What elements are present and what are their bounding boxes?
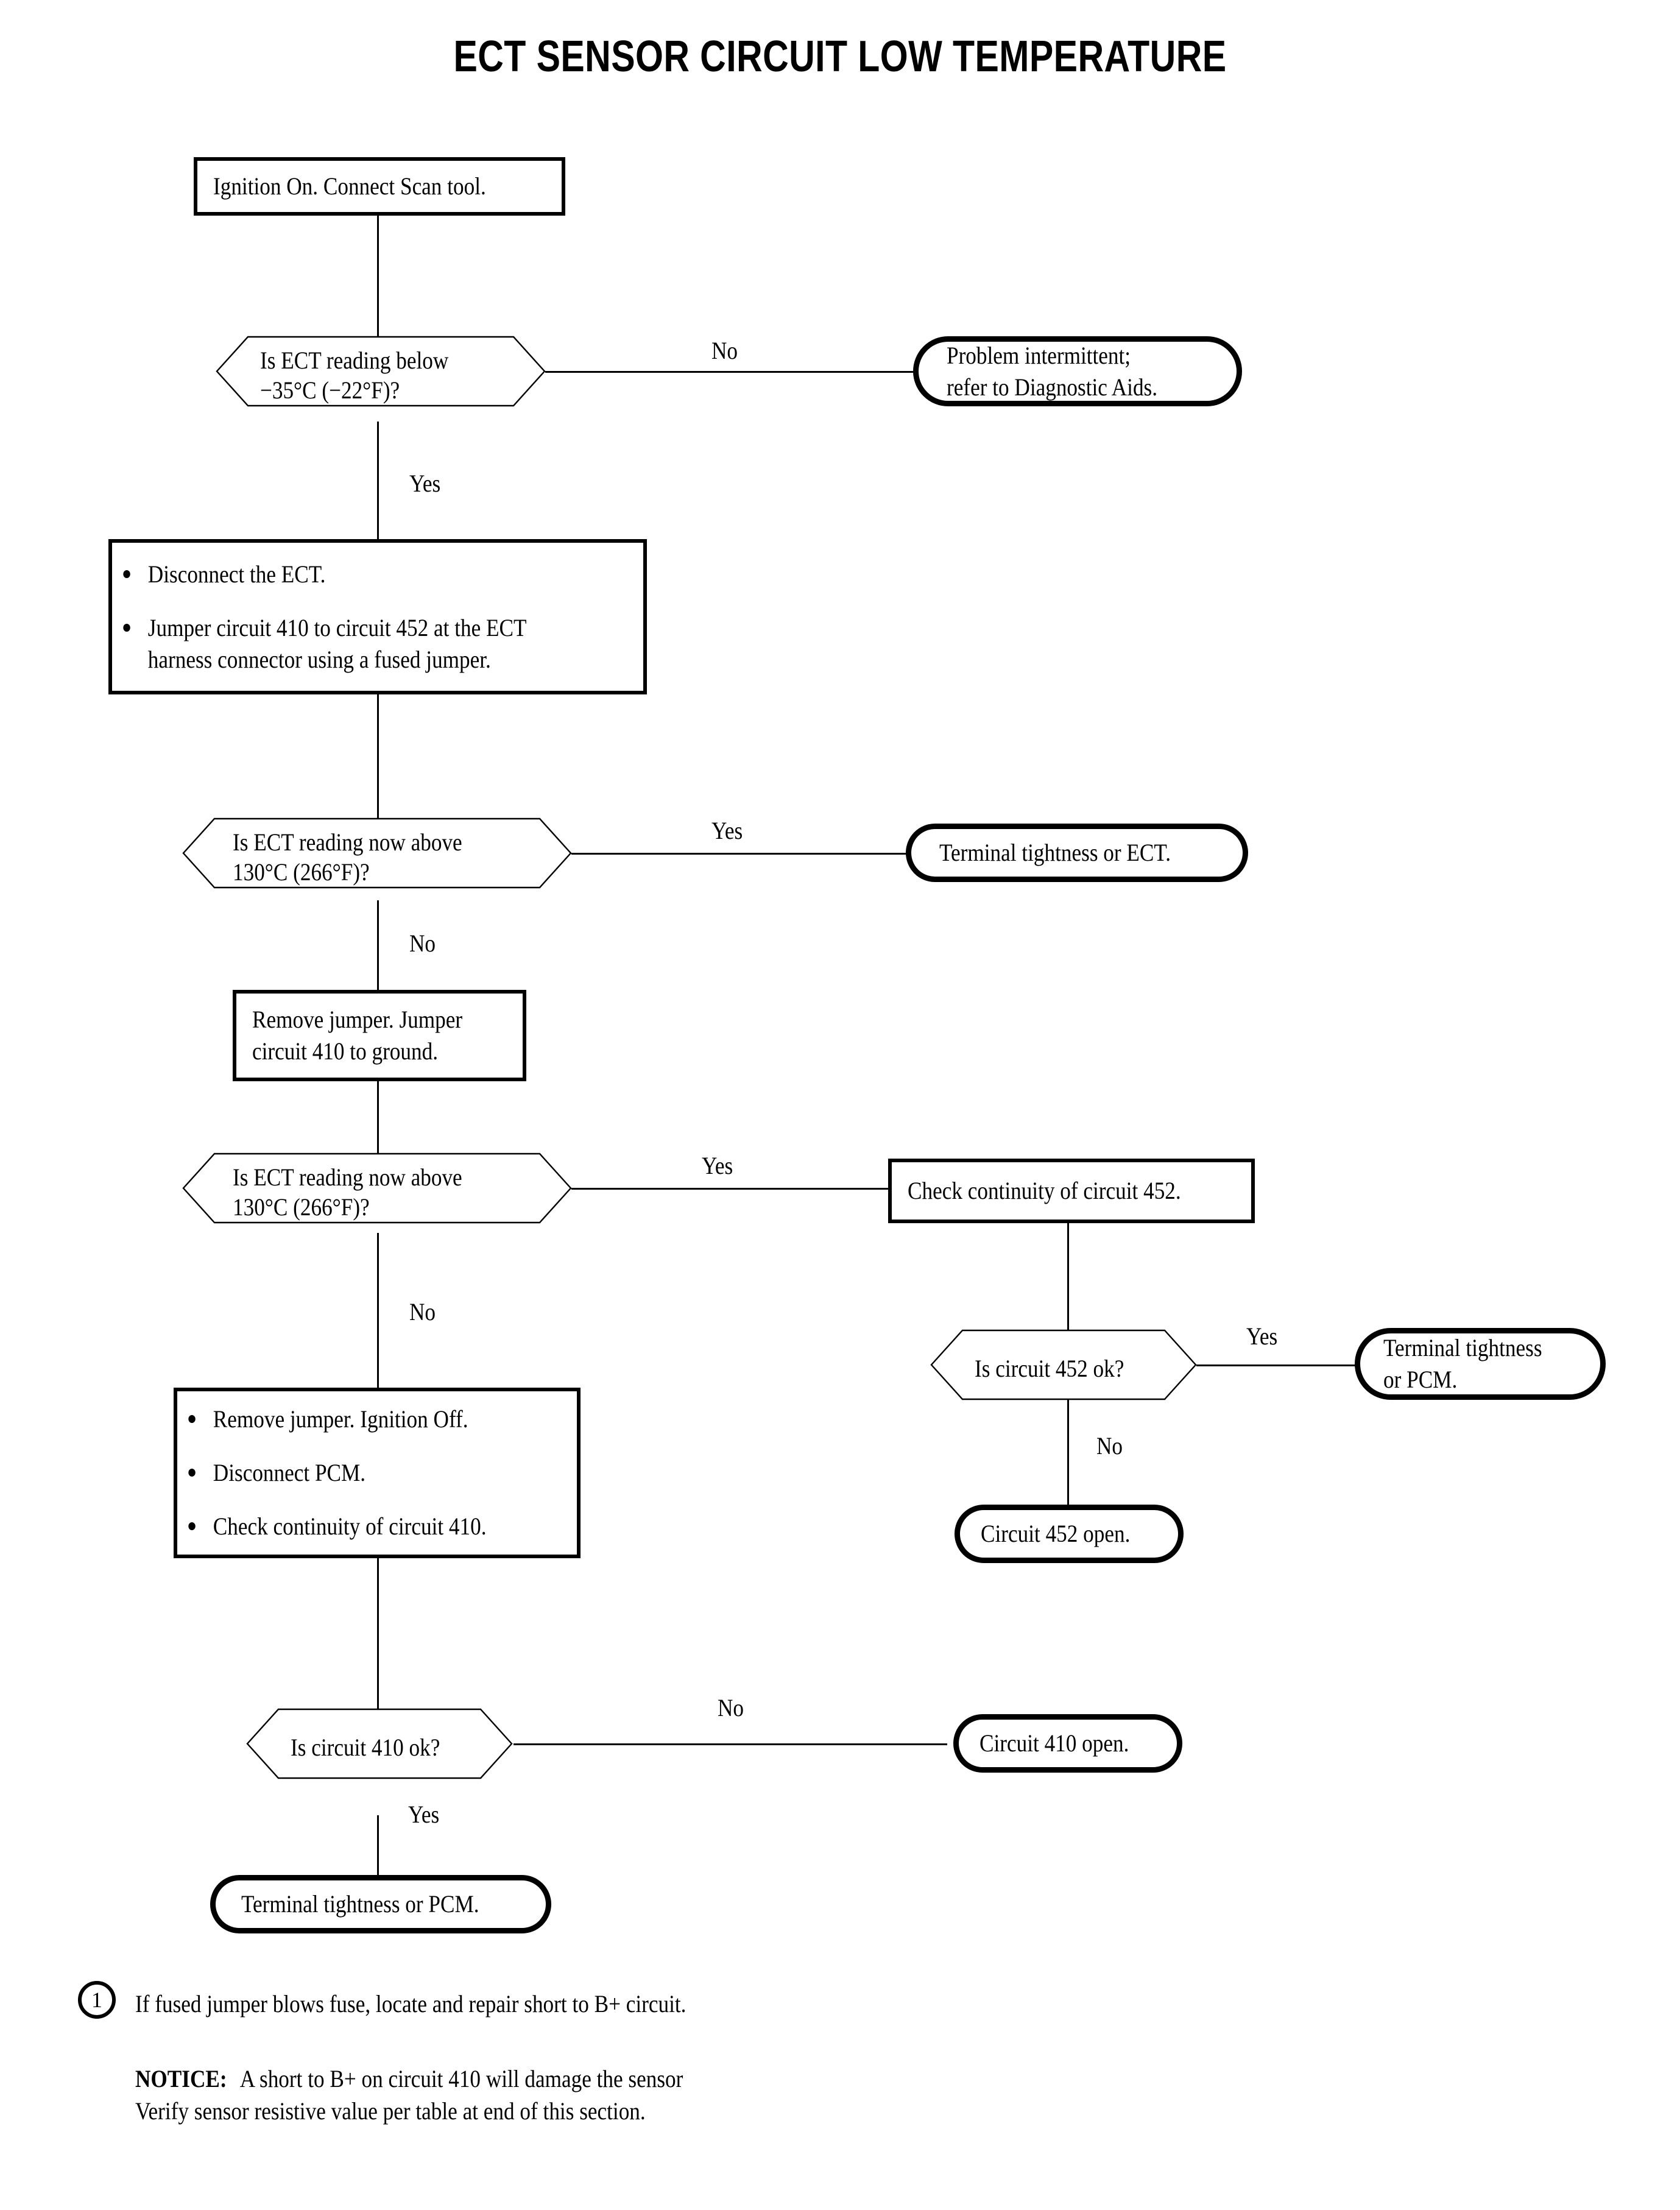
node-terminal-1-line1: Problem intermittent;: [947, 341, 1131, 369]
edge-label-d1-yes: Yes: [409, 470, 441, 497]
node-decision-1-line1: Is ECT reading below: [260, 347, 449, 374]
node-action-2-line2: circuit 410 to ground.: [252, 1037, 439, 1065]
connector-d1-to-a1: [377, 422, 379, 541]
node-action-4-bullet-3: Check continuity of circuit 410.: [181, 1511, 487, 1542]
node-action-3-label: Check continuity of circuit 452.: [908, 1177, 1181, 1204]
connector-a1-to-d2: [377, 692, 379, 822]
node-decision-4-label: Is circuit 452 ok?: [975, 1355, 1124, 1382]
notice-block: NOTICE: A short to B+ on circuit 410 wil…: [135, 2063, 683, 2128]
connector-d3-to-a4: [377, 1233, 379, 1390]
node-decision-5-label: Is circuit 410 ok?: [291, 1734, 440, 1761]
node-action-disconnect-jumper: Disconnect the ECT. Jumper circuit 410 t…: [108, 539, 647, 694]
node-action-remove-jumper-ground: Remove jumper. Jumper circuit 410 to gro…: [233, 990, 526, 1081]
footnote-1-text: If fused jumper blows fuse, locate and r…: [135, 1990, 686, 2018]
node-action-1-bullets: Disconnect the ECT. Jumper circuit 410 t…: [116, 559, 582, 676]
node-decision-3-line2: 130°C (266°F)?: [233, 1193, 370, 1221]
node-terminal-tightness-or-pcm-410: Terminal tightness or PCM.: [210, 1875, 551, 1933]
notice-text-line2: Verify sensor resistive value per table …: [135, 2097, 646, 2125]
node-decision-ect-above-threshold-1: Is ECT reading now above 130°C (266°F)?: [182, 817, 572, 889]
node-decision-ect-below-threshold: Is ECT reading below −35°C (−22°F)?: [216, 336, 546, 407]
node-action-check-continuity-452: Check continuity of circuit 452.: [888, 1159, 1255, 1223]
edge-label-d4-yes: Yes: [1246, 1322, 1278, 1350]
connector-d5-no: [514, 1743, 947, 1745]
connector-d4-to-t4: [1067, 1394, 1069, 1509]
edge-label-d5-no: No: [718, 1694, 744, 1721]
node-action-1-bullet-2-line2: harness connector using a fused jumper.: [147, 645, 491, 673]
node-action-4-bullet-1: Remove jumper. Ignition Off.: [181, 1403, 487, 1435]
connector-a2-to-d3: [377, 1078, 379, 1157]
node-decision-circuit-410-ok: Is circuit 410 ok?: [246, 1708, 513, 1779]
connector-d1-no: [543, 371, 915, 373]
edge-label-d3-yes: Yes: [702, 1152, 733, 1179]
node-action-4-bullets: Remove jumper. Ignition Off. Disconnect …: [181, 1403, 528, 1542]
node-action-1-bullet-1: Disconnect the ECT.: [116, 559, 527, 590]
node-action-1-bullet-2: Jumper circuit 410 to circuit 452 at the…: [116, 612, 527, 676]
node-action-2-line1: Remove jumper. Jumper: [252, 1006, 463, 1033]
node-action-disconnect-pcm-check-410: Remove jumper. Ignition Off. Disconnect …: [174, 1388, 581, 1558]
edge-label-d2-yes: Yes: [711, 817, 743, 844]
node-decision-3-line1: Is ECT reading now above: [233, 1163, 462, 1191]
node-start-label: Ignition On. Connect Scan tool.: [213, 172, 486, 200]
connector-a4-to-d5: [377, 1557, 379, 1723]
node-decision-2-line1: Is ECT reading now above: [233, 828, 462, 856]
node-terminal-5-label: Circuit 410 open.: [979, 1729, 1129, 1757]
node-terminal-4-label: Circuit 452 open.: [981, 1520, 1131, 1547]
edge-label-d3-no: No: [409, 1298, 436, 1326]
node-decision-2-line2: 130°C (266°F)?: [233, 858, 370, 886]
edge-label-d5-yes: Yes: [408, 1801, 440, 1828]
node-decision-1-line2: −35°C (−22°F)?: [260, 376, 400, 404]
connector-d2-yes: [570, 853, 908, 855]
hexagon-shape: [182, 1153, 572, 1224]
connector-d4-yes: [1195, 1364, 1360, 1366]
node-terminal-tightness-or-ect: Terminal tightness or ECT.: [906, 824, 1248, 882]
node-decision-circuit-452-ok: Is circuit 452 ok?: [930, 1329, 1197, 1400]
connector-d3-yes: [570, 1188, 889, 1190]
node-action-4-bullet-2: Disconnect PCM.: [181, 1457, 487, 1489]
hexagon-shape: [930, 1329, 1197, 1400]
node-terminal-1-line2: refer to Diagnostic Aids.: [947, 373, 1158, 401]
node-decision-ect-above-threshold-2: Is ECT reading now above 130°C (266°F)?: [182, 1153, 572, 1224]
connector-a3-to-d4: [1067, 1223, 1069, 1345]
node-terminal-6-label: Terminal tightness or PCM.: [241, 1890, 479, 1918]
notice-line-1: NOTICE: A short to B+ on circuit 410 wil…: [135, 2063, 683, 2095]
node-terminal-circuit-410-open: Circuit 410 open.: [953, 1714, 1182, 1773]
footnote-marker-1: 1: [78, 1981, 116, 2019]
node-action-1-bullet-2-line1: Jumper circuit 410 to circuit 452 at the…: [147, 613, 527, 641]
connector-d5-to-t6: [377, 1815, 379, 1882]
node-start: Ignition On. Connect Scan tool.: [194, 157, 565, 216]
node-terminal-2-label: Terminal tightness or ECT.: [939, 839, 1171, 866]
connector-start-to-d1: [377, 213, 379, 341]
node-terminal-3-line2: or PCM.: [1383, 1366, 1458, 1393]
edge-label-d1-no: No: [711, 337, 738, 364]
notice-text-line1: A short to B+ on circuit 410 will damage…: [239, 2065, 683, 2092]
hexagon-shape: [216, 336, 546, 407]
connector-d2-to-a2: [377, 900, 379, 993]
node-terminal-tightness-or-pcm-452: Terminal tightness or PCM.: [1355, 1328, 1606, 1400]
notice-label: NOTICE:: [135, 2065, 227, 2092]
edge-label-d2-no: No: [409, 930, 436, 957]
node-terminal-problem-intermittent: Problem intermittent; refer to Diagnosti…: [913, 336, 1242, 406]
hexagon-shape: [246, 1708, 513, 1779]
edge-label-d4-no: No: [1096, 1432, 1123, 1460]
node-terminal-3-line1: Terminal tightness: [1383, 1334, 1542, 1361]
hexagon-shape: [182, 817, 572, 889]
page-title: ECT SENSOR CIRCUIT LOW TEMPERATURE: [453, 32, 1227, 81]
node-terminal-circuit-452-open: Circuit 452 open.: [955, 1505, 1184, 1563]
